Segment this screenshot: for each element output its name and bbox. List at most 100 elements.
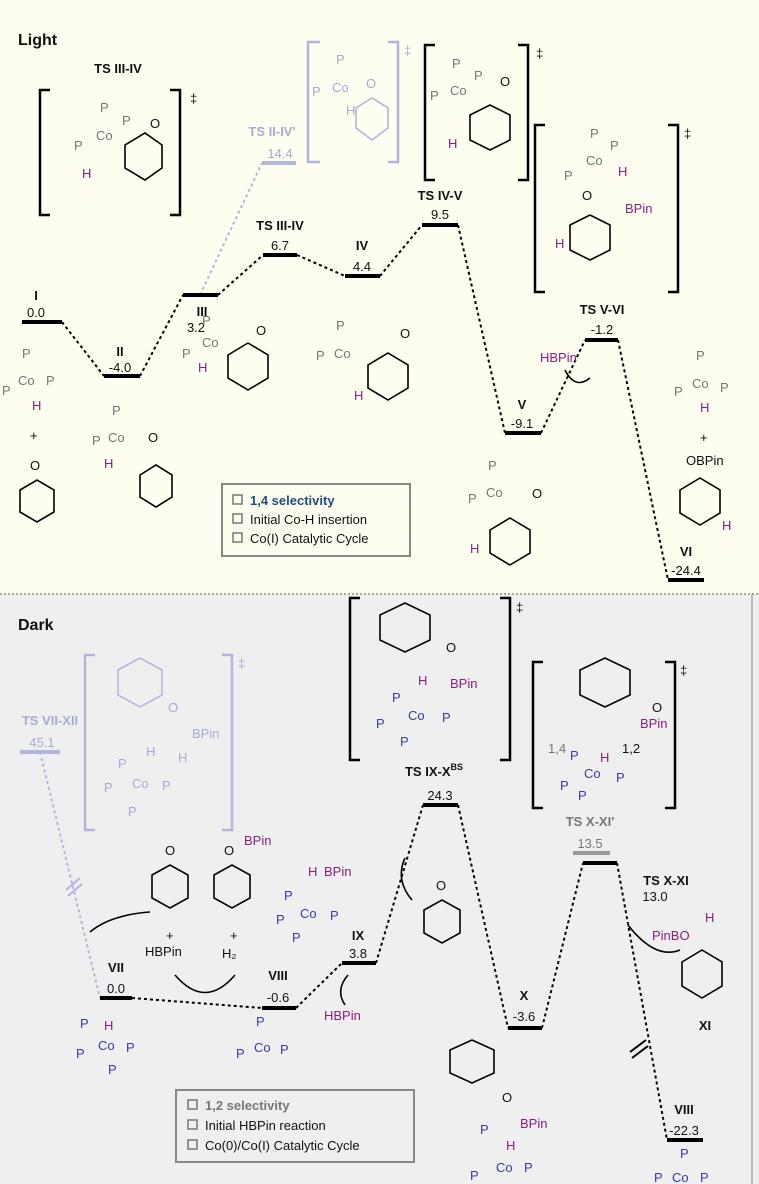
svg-text:P: P	[74, 138, 83, 153]
svg-text:1,4 selectivity: 1,4 selectivity	[250, 493, 335, 508]
svg-text:P: P	[202, 313, 211, 328]
level-ts-ix-x: TS IX-XBS 24.3	[405, 762, 463, 807]
level-VII: VII 0.0	[100, 960, 132, 1000]
svg-text:O: O	[30, 458, 40, 473]
dark-panel-bg	[0, 594, 759, 1184]
svg-text:Initial HBPin reaction: Initial HBPin reaction	[205, 1118, 326, 1133]
svg-text:P: P	[392, 690, 401, 705]
level-I: I 0.0	[22, 288, 62, 324]
svg-text:P: P	[578, 788, 587, 803]
svg-text:Co: Co	[300, 906, 317, 921]
svg-text:TS II-IV': TS II-IV'	[248, 124, 295, 139]
svg-text:O: O	[582, 188, 592, 203]
svg-text:HBPin: HBPin	[145, 944, 182, 959]
svg-text:1,4: 1,4	[548, 741, 566, 756]
svg-text:H: H	[308, 864, 317, 879]
svg-text:P: P	[80, 1016, 89, 1031]
svg-text:P: P	[442, 710, 451, 725]
structure-II: Co P P H O	[92, 403, 173, 508]
level-IX: IX 3.8	[342, 928, 376, 965]
svg-text:P: P	[336, 52, 345, 67]
svg-text:VI: VI	[680, 544, 692, 559]
svg-text:Co: Co	[584, 766, 601, 781]
svg-text:‡: ‡	[190, 91, 197, 106]
svg-text:-0.6: -0.6	[267, 990, 289, 1005]
svg-text:Co: Co	[254, 1040, 271, 1055]
svg-text:P: P	[610, 138, 619, 153]
svg-text:P: P	[696, 348, 705, 363]
level-ts-vii-xii: TS VII-XII 45.1	[20, 713, 78, 754]
svg-text:H: H	[418, 673, 427, 688]
level-ts-ii-iv-prime: TS II-IV' 14.4	[248, 124, 296, 165]
level-VI: VI -24.4	[668, 544, 704, 582]
svg-text:P: P	[474, 68, 483, 83]
svg-text:O: O	[446, 640, 456, 655]
reagents-enone-hbpin: O + HBPin O BPin + H₂	[89, 833, 271, 994]
svg-text:P: P	[312, 84, 321, 99]
svg-text:+: +	[700, 430, 708, 445]
svg-text:V: V	[518, 397, 527, 412]
svg-text:24.3: 24.3	[427, 788, 452, 803]
svg-text:P: P	[162, 778, 171, 793]
level-III: III 3.2	[183, 293, 218, 335]
svg-text:P: P	[524, 1160, 533, 1175]
svg-text:X: X	[520, 988, 529, 1003]
svg-text:O: O	[224, 843, 234, 858]
svg-text:‡: ‡	[680, 663, 687, 678]
svg-text:H: H	[555, 236, 564, 251]
svg-text:H: H	[705, 910, 714, 925]
svg-text:O: O	[502, 1090, 512, 1105]
svg-text:P: P	[488, 458, 497, 473]
svg-text:P: P	[108, 1062, 117, 1077]
structure-VII: Co H P P P P	[76, 1016, 135, 1077]
svg-text:‡: ‡	[238, 656, 245, 671]
svg-text:0.0: 0.0	[107, 981, 125, 996]
structure-IX: H BPin Co P P P P HBPin	[276, 864, 361, 1023]
svg-text:P: P	[560, 778, 569, 793]
ts-v-vi-structure: ‡ Co P P P H O BPin H	[533, 123, 691, 294]
svg-text:OBPin: OBPin	[686, 453, 724, 468]
ts-iii-iv-structure: TS III-IV ‡ Co P P P H O	[38, 61, 197, 217]
structure-III: Co P P H O	[182, 313, 269, 391]
svg-text:P: P	[564, 168, 573, 183]
svg-text:H: H	[198, 360, 207, 375]
svg-text:P: P	[590, 126, 599, 141]
svg-text:Co: Co	[672, 1170, 689, 1184]
svg-text:Co: Co	[108, 430, 125, 445]
svg-text:TS III-IV: TS III-IV	[94, 61, 142, 76]
svg-text:P: P	[46, 373, 55, 388]
svg-text:P: P	[430, 88, 439, 103]
svg-text:Co: Co	[202, 335, 219, 350]
ts-ii-iv-prime-connector	[199, 162, 263, 296]
svg-text:IV: IV	[356, 238, 369, 253]
svg-text:1,2: 1,2	[622, 741, 640, 756]
svg-text:Co: Co	[96, 128, 113, 143]
svg-text:‡: ‡	[536, 46, 543, 61]
svg-text:O: O	[400, 326, 410, 341]
svg-text:P: P	[452, 56, 461, 71]
svg-text:P: P	[480, 1122, 489, 1137]
svg-text:-24.4: -24.4	[671, 563, 701, 578]
svg-text:P: P	[92, 433, 101, 448]
svg-text:Co(I) Catalytic Cycle: Co(I) Catalytic Cycle	[250, 531, 368, 546]
svg-text:45.1: 45.1	[29, 735, 54, 750]
svg-text:H: H	[32, 398, 41, 413]
svg-text:HBPin: HBPin	[324, 1008, 361, 1023]
ts-vii-xii-structure: ‡ O BPin H H Co P P P P	[83, 653, 245, 832]
svg-text:3.2: 3.2	[187, 320, 205, 335]
structure-VI: Co P P P H + OBPin H	[674, 348, 731, 533]
ts-ix-x-structure: ‡ O H BPin Co P P P P	[348, 596, 523, 762]
structure-IV: Co P P O H	[316, 318, 410, 403]
svg-text:H: H	[470, 541, 479, 556]
svg-text:P: P	[680, 1146, 689, 1161]
svg-text:6.7: 6.7	[271, 238, 289, 253]
svg-text:TS IV-V: TS IV-V	[418, 188, 463, 203]
section-light-title: Light	[18, 32, 58, 49]
svg-text:P: P	[236, 1046, 245, 1061]
svg-text:TS VII-XII: TS VII-XII	[22, 713, 78, 728]
svg-text:P: P	[674, 384, 683, 399]
svg-text:Co: Co	[98, 1038, 115, 1053]
svg-text:Co: Co	[332, 80, 349, 95]
svg-text:P: P	[126, 1040, 135, 1055]
